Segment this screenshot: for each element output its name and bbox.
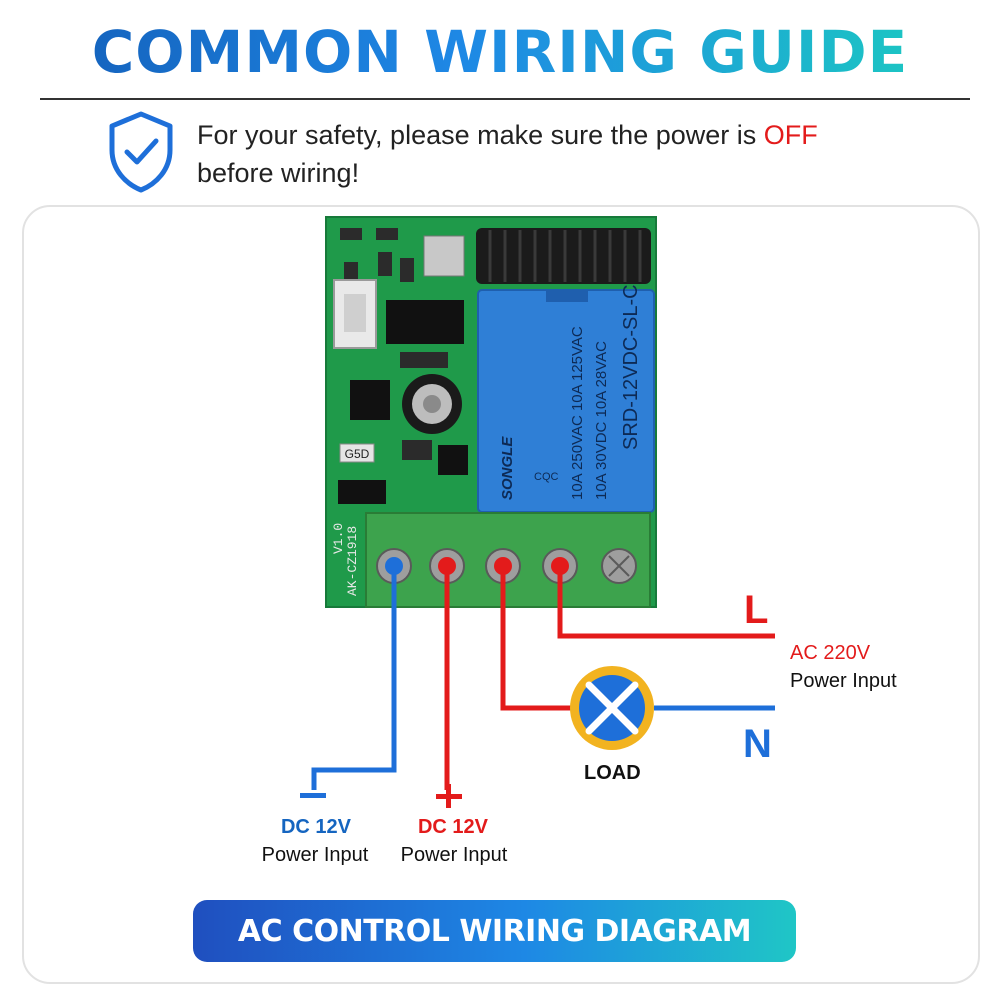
dc-plus-input-label: Power Input — [400, 844, 508, 866]
crystal — [423, 235, 465, 277]
dc-minus-input-label: Power Input — [261, 844, 369, 866]
load-label: LOAD — [584, 762, 641, 784]
banner-text: AC CONTROL WIRING DIAGRAM — [237, 913, 752, 949]
diode-label: G5D — [345, 447, 370, 461]
shield-check-icon — [109, 111, 173, 193]
push-button — [333, 279, 377, 349]
dc-minus-wire — [311, 566, 397, 790]
ac-line-wire — [557, 566, 775, 639]
ac-input-label: Power Input — [790, 670, 897, 692]
notice-text: For your safety, please make sure the po… — [197, 120, 764, 150]
diagram-banner: AC CONTROL WIRING DIAGRAM — [193, 900, 796, 962]
safety-notice: For your safety, please make sure the po… — [197, 116, 818, 192]
smd-components — [338, 228, 468, 504]
load-wire — [500, 566, 572, 711]
capacitor — [402, 374, 462, 434]
dc-plus-symbol — [436, 784, 462, 808]
notice-off-text: OFF — [763, 120, 818, 150]
diode — [339, 443, 375, 463]
antenna-coil — [476, 228, 651, 284]
relay-rating-1: 10A 250VAC 10A 125VAC — [569, 326, 586, 500]
page-title: COMMON WIRING GUIDE — [91, 18, 909, 86]
relay: SONGLE SRD-12VDC-SL-C 10A 250VAC 10A 125… — [477, 284, 655, 513]
load-lamp — [570, 666, 654, 750]
title-divider — [40, 98, 970, 100]
pcb-label: AK-CZ1918 — [345, 526, 360, 596]
relay-rating-2: 10A 30VDC 10A 28VAC — [593, 341, 610, 500]
dc-minus-symbol — [300, 793, 326, 798]
notice-text-line2: before wiring! — [197, 158, 360, 188]
pcb-version: V1.0 — [331, 523, 346, 554]
relay-model: SRD-12VDC-SL-C — [620, 284, 642, 450]
neutral-label: N — [743, 722, 772, 766]
ac-voltage-label: AC 220V — [790, 642, 871, 664]
dc-plus-voltage-label: DC 12V — [417, 816, 489, 838]
relay-brand: SONGLE — [499, 436, 516, 500]
relay-cert: CQC — [534, 471, 559, 483]
dc-minus-voltage-label: DC 12V — [280, 816, 352, 838]
line-label: L — [744, 588, 769, 632]
